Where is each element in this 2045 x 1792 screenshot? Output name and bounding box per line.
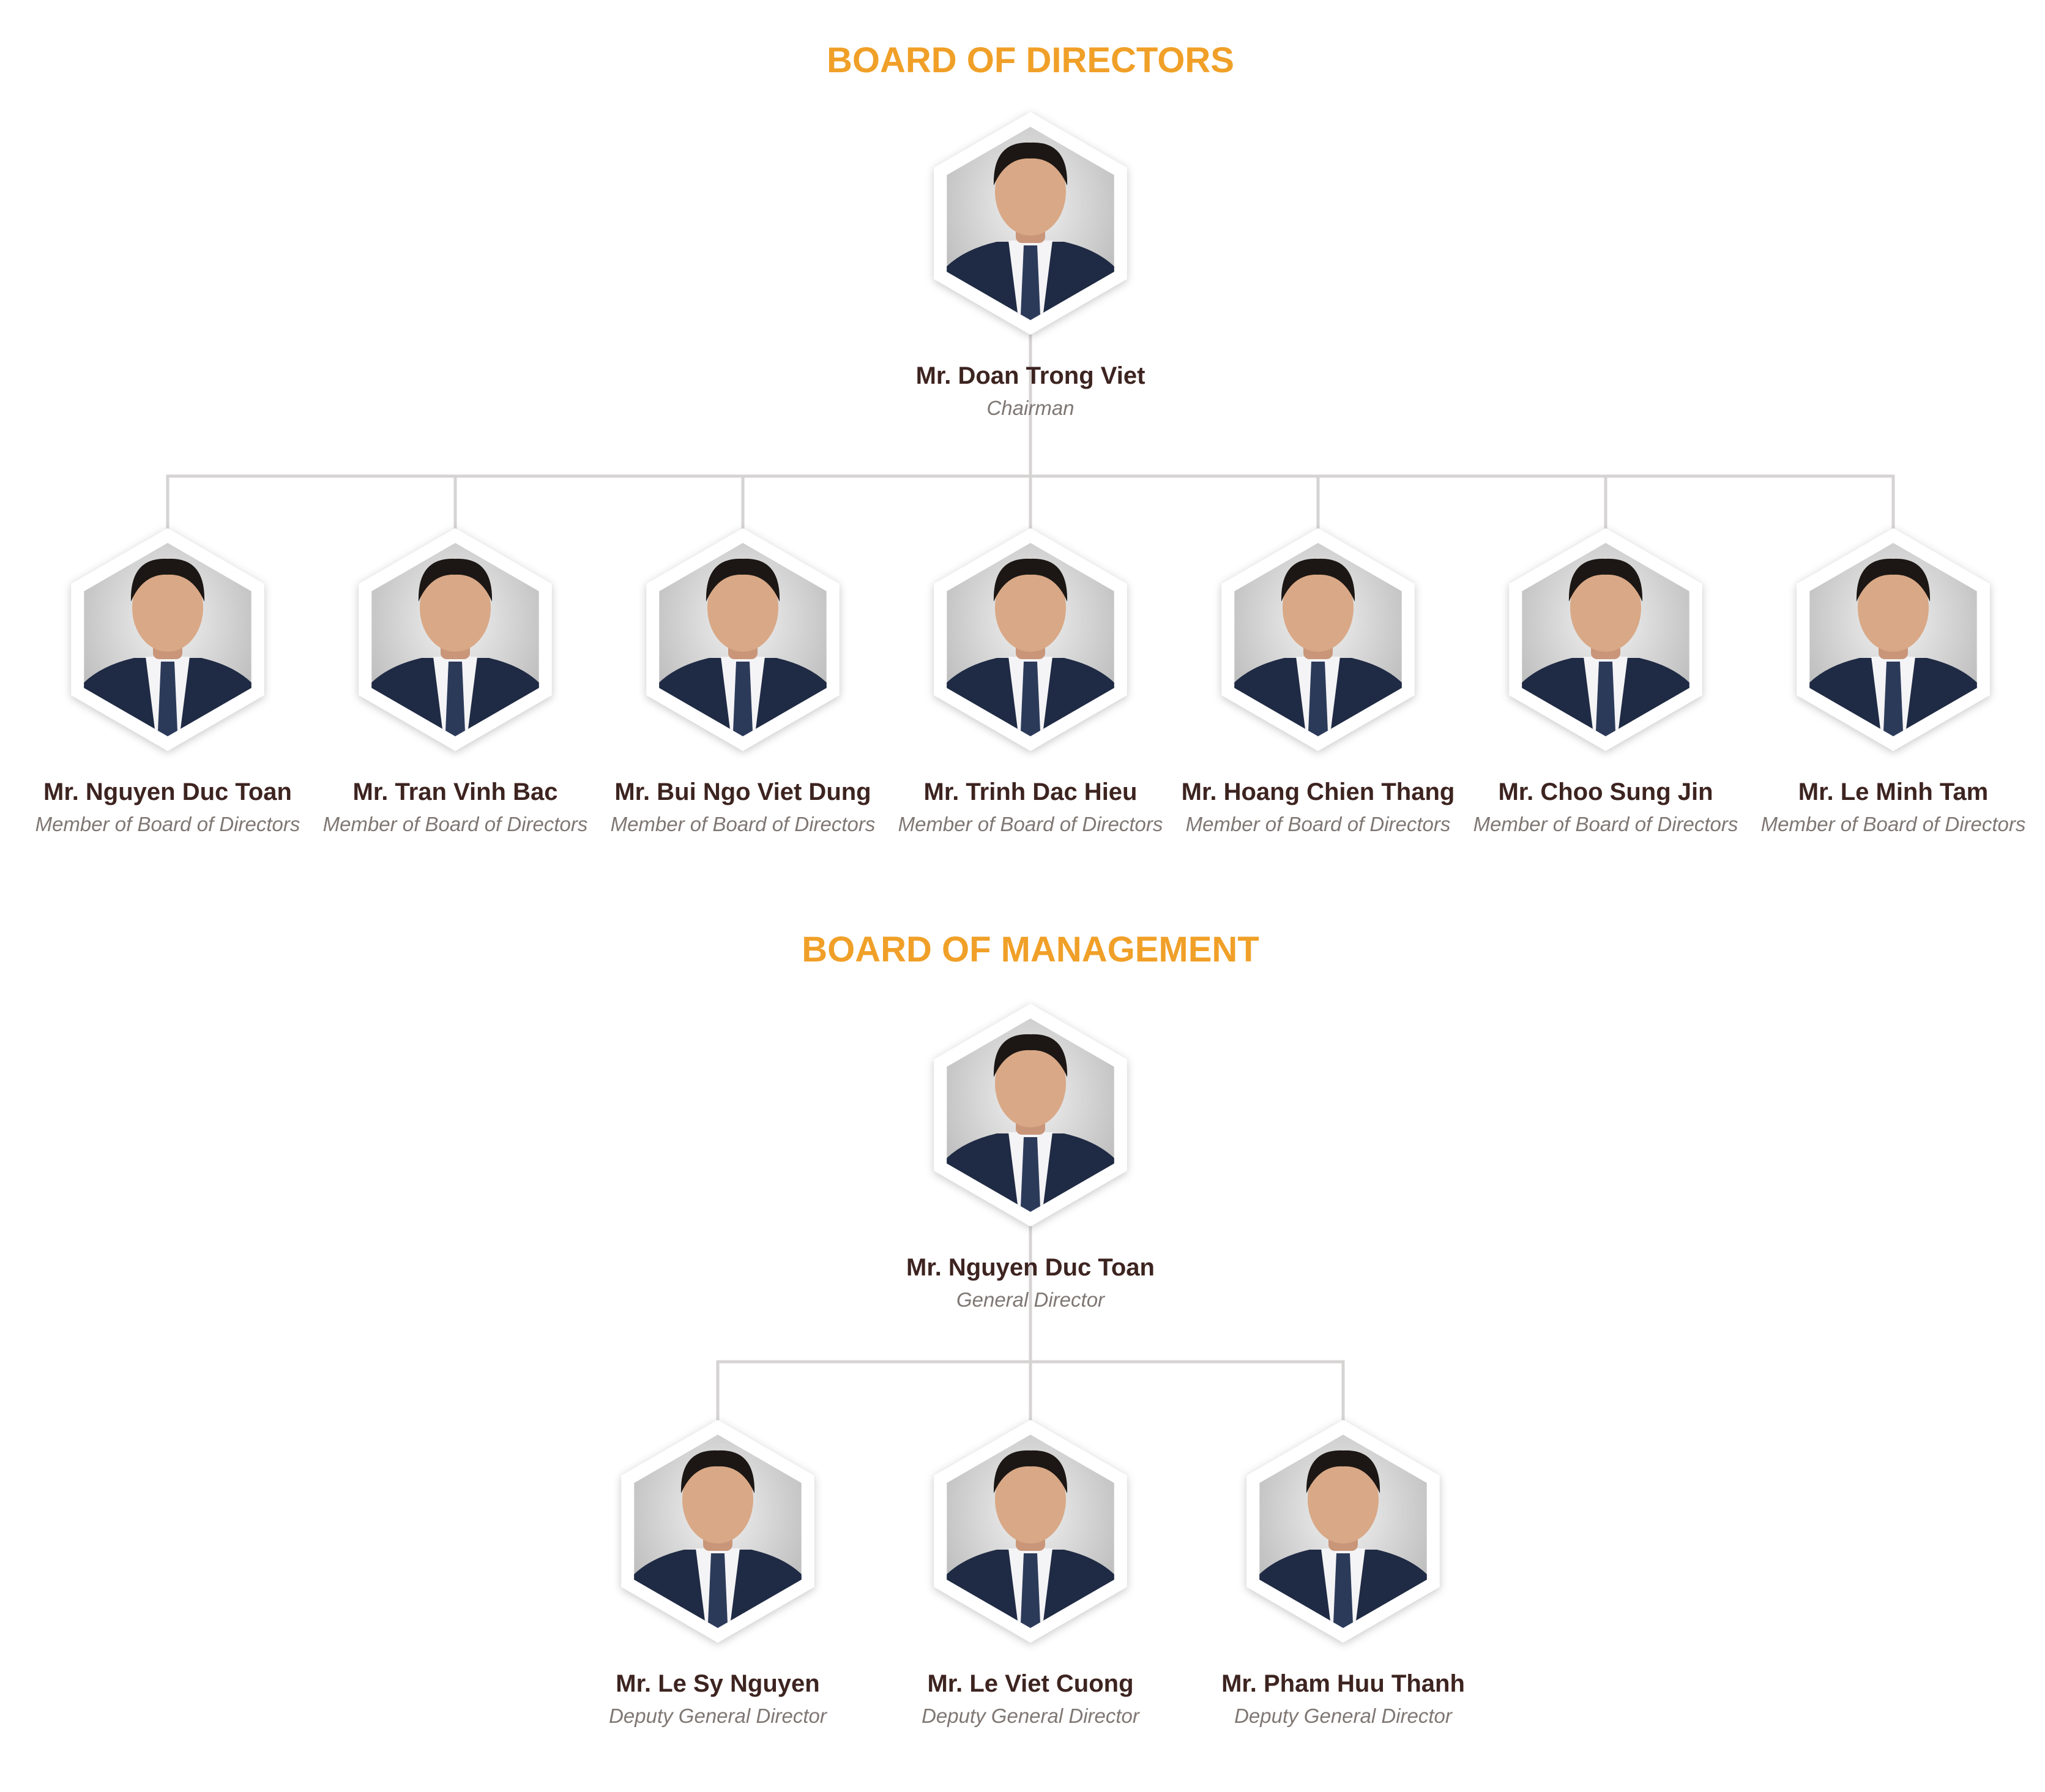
person-role: Deputy General Director (1234, 1704, 1453, 1727)
board-of-directors-title: BOARD OF DIRECTORS (827, 40, 1234, 80)
person-name: Mr. Hoang Chien Thang (1182, 778, 1455, 805)
person-role: Member of Board of Directors (323, 813, 588, 835)
person-name: Mr. Le Viet Cuong (927, 1670, 1133, 1697)
person-role: Member of Board of Directors (898, 813, 1163, 835)
person-name: Mr. Le Sy Nguyen (616, 1670, 819, 1697)
person-name: Mr. Nguyen Duc Toan (43, 778, 292, 805)
person-name: Mr. Tran Vinh Bac (353, 778, 558, 805)
person-name: Mr. Bui Ngo Viet Dung (614, 778, 871, 805)
person-name: Mr. Le Minh Tam (1798, 778, 1988, 805)
person-name: Mr. Nguyen Duc Toan (906, 1254, 1155, 1281)
portrait-photo-icon (947, 127, 1114, 320)
connector-lines (166, 327, 1895, 1432)
person-name: Mr. Trinh Dac Hieu (924, 778, 1138, 805)
person-role: General Director (956, 1288, 1106, 1311)
portrait-photo-icon (1234, 543, 1402, 736)
person-name: Mr. Pham Huu Thanh (1221, 1670, 1465, 1697)
person-role: Member of Board of Directors (1761, 813, 2026, 835)
person-role: Deputy General Director (922, 1704, 1141, 1727)
person-name: Mr. Doan Trong Viet (916, 362, 1145, 389)
person-role: Chairman (986, 397, 1074, 419)
person-role: Member of Board of Directors (35, 813, 300, 835)
person-role: Member of Board of Directors (1473, 813, 1738, 835)
person-name: Mr. Choo Sung Jin (1498, 778, 1713, 805)
board-of-management-title: BOARD OF MANAGEMENT (802, 930, 1259, 969)
person-role: Member of Board of Directors (1186, 813, 1451, 835)
person-role: Deputy General Director (609, 1704, 828, 1727)
person-role: Member of Board of Directors (611, 813, 876, 835)
